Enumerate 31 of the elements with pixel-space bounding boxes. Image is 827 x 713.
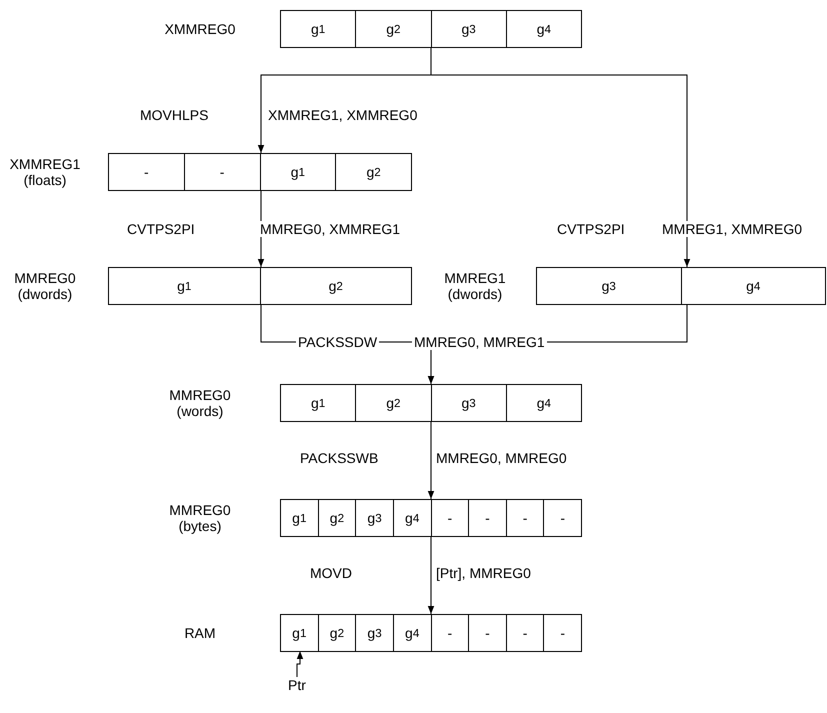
- edge-label: [Ptr], MMREG0: [434, 565, 533, 581]
- register-label: RAM: [183, 625, 217, 641]
- edge-label: MMREG1, XMMREG0: [660, 221, 804, 237]
- register-cell: -: [469, 615, 507, 651]
- pointer-label: Ptr: [286, 677, 308, 693]
- register-label: MMREG0 (words): [168, 387, 232, 419]
- arrow: [428, 536, 434, 614]
- register-label: XMMREG1 (floats): [8, 156, 82, 188]
- register-cell: -: [184, 154, 260, 190]
- register-cell: -: [432, 615, 470, 651]
- register-cell: -: [432, 500, 470, 536]
- edge-label: XMMREG1, XMMREG0: [266, 107, 420, 123]
- arrow: [296, 650, 304, 678]
- edge-label: MMREG0, MMREG1: [412, 334, 547, 350]
- register-cell: -: [506, 615, 544, 651]
- register-label: XMMREG0: [164, 21, 236, 37]
- instruction-label: MOVHLPS: [138, 107, 210, 123]
- register-cell: -: [544, 615, 581, 651]
- register-label: MMREG0 (dwords): [13, 270, 77, 302]
- arrow: [428, 422, 434, 500]
- instruction-label: PACKSSWB: [298, 450, 380, 466]
- instruction-label: MOVD: [308, 565, 354, 581]
- edge-label: MMREG0, MMREG0: [434, 450, 569, 466]
- register-cell: -: [544, 500, 581, 536]
- register-cell: -: [506, 500, 544, 536]
- register-cell: -: [469, 500, 507, 536]
- register-label: MMREG0 (bytes): [168, 502, 232, 534]
- register-label: MMREG1 (dwords): [443, 270, 507, 302]
- instruction-label: PACKSSDW: [296, 334, 380, 350]
- register-cell: -: [109, 154, 185, 190]
- edge-label: MMREG0, XMMREG1: [258, 221, 402, 237]
